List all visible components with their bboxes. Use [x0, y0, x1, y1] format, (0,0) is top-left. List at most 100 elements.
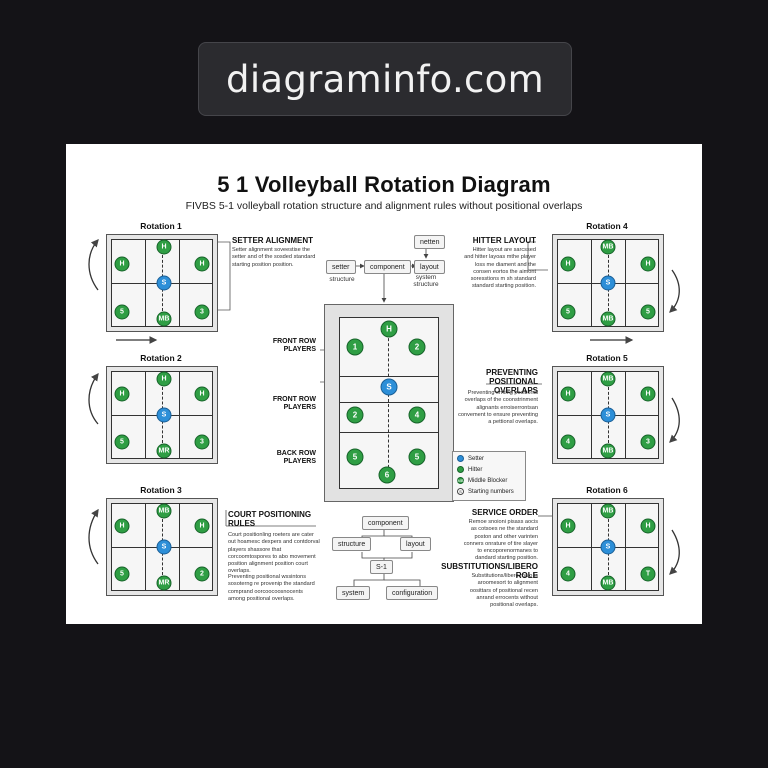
player-marker: H [640, 386, 656, 402]
rotation-4-court: H MB S H 5 MB 5 [552, 234, 664, 332]
legend-item-hitter: Hitter [457, 466, 482, 473]
substitutions-text: Substitutions/libero maio is aroomesort … [469, 573, 538, 609]
flow-node-layout: layout [414, 260, 445, 274]
site-name: diagraminfo.com [226, 57, 544, 101]
player-marker: H [156, 371, 172, 387]
service-order-heading: SERVICE ORDER [471, 508, 538, 517]
setter-marker: S [156, 275, 172, 291]
player-marker: H [560, 386, 576, 402]
player-marker: H [114, 518, 130, 534]
player-marker: MB [600, 575, 616, 591]
setter-marker: S [600, 275, 616, 291]
flow-node-component: component [364, 260, 411, 274]
setter-marker: S [380, 378, 398, 396]
player-marker: H [114, 256, 130, 272]
legend-item-setter: Setter [457, 455, 484, 462]
player-marker: 3 [640, 434, 656, 450]
flow-node-configuration: configuration [386, 586, 439, 600]
setter-marker: S [600, 407, 616, 423]
rotation-3-court: H MB S H 5 MR 2 [106, 498, 218, 596]
player-marker: MR [156, 575, 172, 591]
player-marker: 5 [114, 566, 130, 582]
player-marker: 4 [408, 406, 426, 424]
court-positioning-text-1: Court positionling roeters are cater out… [228, 532, 320, 575]
flow-node-netten: netten [414, 235, 446, 249]
setter-marker: S [156, 407, 172, 423]
starting-swatch-icon: S [457, 488, 464, 495]
rotation-4-label: Rotation 4 [586, 221, 628, 231]
rotation-2-label: Rotation 2 [140, 353, 182, 363]
substitutions-heading: SUBSTITUTIONS/LIBERO ROLE [441, 562, 538, 580]
setter-alignment-heading: SETTER ALIGNMENT [232, 236, 314, 245]
hitter-swatch-icon [457, 466, 464, 473]
player-marker: 5 [114, 434, 130, 450]
back-row-label: BACK ROW PLAYERS [276, 450, 316, 466]
player-marker: 5 [640, 304, 656, 320]
front-row-label-1: FRONT ROW PLAYERS [272, 338, 316, 354]
hitter-layout-text: Hitter layout are sarcssed and hitter la… [464, 247, 536, 290]
player-marker: H [380, 320, 398, 338]
flow-node-system: system [336, 586, 371, 600]
player-marker: 3 [194, 434, 210, 450]
setter-marker: S [156, 539, 172, 555]
player-marker: H [194, 518, 210, 534]
player-marker: T [640, 566, 656, 582]
player-marker: H [156, 239, 172, 255]
flow-node-layout-2: layout [400, 537, 431, 551]
player-marker: 1 [346, 338, 364, 356]
flow-node-structure: structure [332, 537, 372, 551]
player-marker: 6 [378, 466, 396, 484]
player-marker: MB [600, 239, 616, 255]
player-marker: 3 [194, 304, 210, 320]
player-marker: MB [156, 503, 172, 519]
main-court: H 1 2 S 2 4 5 5 6 [324, 304, 454, 502]
player-marker: 2 [346, 406, 364, 424]
rotation-2-court: H H S H 5 MR 3 [106, 366, 218, 464]
player-marker: MR [156, 443, 172, 459]
flow-node-component-2: component [362, 516, 409, 530]
player-marker: 4 [560, 434, 576, 450]
court-positioning-heading: COURT POSITIONING RULES [228, 510, 312, 529]
player-marker: H [560, 256, 576, 272]
diagram-subtitle: FIVBS 5-1 volleyball rotation structure … [185, 200, 583, 212]
flow-caption-system-structure: system structure [413, 274, 439, 289]
rotation-6-court: H MB S H 4 MB T [552, 498, 664, 596]
flow-node-setter: setter [326, 260, 356, 274]
player-marker: H [194, 386, 210, 402]
player-marker: MB [156, 311, 172, 327]
flow-node-s1: S-1 [370, 560, 393, 574]
player-marker: MB [600, 311, 616, 327]
player-marker: 5 [114, 304, 130, 320]
front-row-label-2: FRONT ROW PLAYERS [272, 396, 316, 412]
site-banner: diagraminfo.com [198, 42, 572, 116]
hitter-layout-heading: HITTER LAYOUT [472, 236, 536, 245]
player-marker: H [194, 256, 210, 272]
court-positioning-text-2: Preventing positional wssintons sosotern… [228, 574, 315, 602]
player-marker: 5 [560, 304, 576, 320]
rotation-5-court: H MB S H 4 MB 3 [552, 366, 664, 464]
setter-swatch-icon [457, 455, 464, 462]
rotation-5-label: Rotation 5 [586, 353, 628, 363]
rotation-1-label: Rotation 1 [140, 221, 182, 231]
setter-alignment-text: Setter alignment soveestise the setter a… [232, 247, 316, 268]
mb-swatch-icon: MB [457, 477, 464, 484]
player-marker: H [640, 256, 656, 272]
player-marker: 5 [346, 448, 364, 466]
player-marker: H [640, 518, 656, 534]
player-marker: MB [600, 371, 616, 387]
rotation-3-label: Rotation 3 [140, 485, 182, 495]
flow-caption-structure: structure [329, 276, 355, 283]
diagram-title: 5 1 Volleyball Rotation Diagram [217, 172, 551, 197]
player-marker: H [560, 518, 576, 534]
player-marker: MB [600, 443, 616, 459]
player-marker: 2 [408, 338, 426, 356]
rotation-1-court: H H S H 5 MB 3 [106, 234, 218, 332]
player-marker: MB [600, 503, 616, 519]
service-order-text: Remoe snoioni pisass aocis as cotsoes ne… [463, 519, 538, 562]
player-marker: 2 [194, 566, 210, 582]
rotation-6-label: Rotation 6 [586, 485, 628, 495]
setter-marker: S [600, 539, 616, 555]
